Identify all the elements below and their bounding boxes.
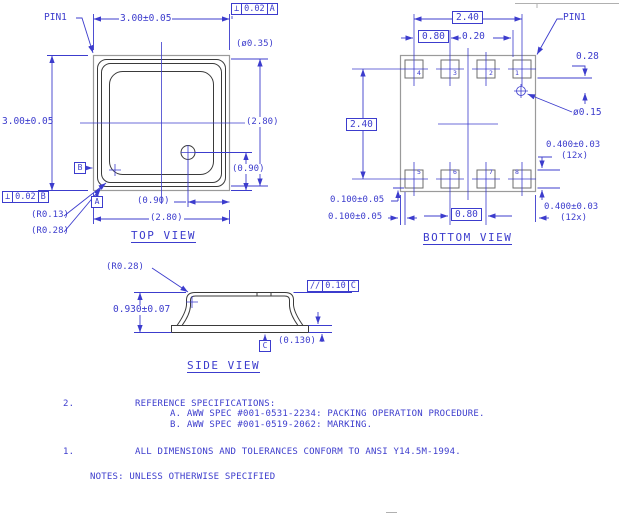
pad-number-3: 3 [453, 69, 457, 77]
bottom-view-index-dia-dim: ø0.15 [573, 107, 602, 118]
bottom-view-title: BOTTOM VIEW [423, 231, 513, 245]
datum-c-flag: C [259, 340, 271, 352]
top-view-radius-outer-ref: (R0.28) [31, 226, 69, 236]
top-view-lid-height-ref: (2.80) [245, 117, 280, 127]
note-1-text: ALL DIMENSIONS AND TOLERANCES CONFORM TO… [135, 447, 461, 457]
datum-b-flag: B [74, 162, 86, 174]
top-view-radius-inner-ref: (R0.13) [31, 210, 69, 220]
bottom-view-edge-offset-h-dim: 0.100±0.05 [328, 212, 383, 222]
top-view-height-dim: 3.00±0.05 [2, 116, 54, 127]
bottom-view-pitch-top-dim: 0.80 [418, 30, 449, 43]
bottom-view-pad-span-v-dim: 2.40 [346, 118, 377, 131]
bottom-view-pitch-bottom-dim: 0.80 [451, 208, 482, 221]
pad-number-4: 4 [417, 69, 421, 77]
pad-number-6: 6 [453, 168, 457, 176]
side-view-title: SIDE VIEW [187, 359, 261, 373]
pad-number-2: 2 [489, 69, 493, 77]
notes-header: NOTES: UNLESS OTHERWISE SPECIFIED [90, 472, 276, 482]
pad-number-8: 8 [515, 168, 519, 176]
perpendicularity-icon: ⊥ [232, 4, 243, 14]
top-view-pin1-label: PIN1 [44, 12, 67, 23]
top-view-lid-width-ref: (2.80) [149, 213, 184, 223]
bottom-view-pad-size-bottom-qty: (12x) [560, 213, 588, 223]
bottom-view-pad-size-top-qty: (12x) [561, 151, 589, 161]
bottom-view-pin1-label: PIN1 [563, 12, 586, 23]
bottom-view-centerlines [352, 14, 536, 225]
bottom-view-pad-size-top-dim: 0.400±0.03 [546, 140, 601, 150]
note-2a-text: A. AWW SPEC #001-0531-2234: PACKING OPER… [170, 409, 485, 419]
pad-number-7: 7 [489, 168, 493, 176]
bottom-view-pad-size-bottom-dim: 0.400±0.03 [544, 202, 599, 212]
side-view-lid-radius-ref: (R0.28) [106, 262, 144, 272]
pad-number-1: 1 [515, 69, 519, 77]
top-view-centerlines [80, 42, 247, 204]
note-2-number: 2. [63, 399, 75, 409]
side-view-height-dim: 0.930±0.07 [112, 304, 172, 315]
note-1-number: 1. [63, 447, 75, 457]
top-view-hole-x-ref: (0.90) [137, 196, 170, 206]
bottom-view-pad-span-h-dim: 2.40 [452, 11, 483, 24]
top-view-hole-dia-ref: (ø0.35) [236, 39, 274, 49]
datum-a-flag: A [91, 196, 103, 208]
note-2b-text: B. AWW SPEC #001-0519-2062: MARKING. [170, 420, 373, 430]
top-view-width-dim: 3.00±0.05 [119, 13, 173, 24]
bottom-view-edge-offset-v-dim: 0.100±0.05 [330, 195, 385, 205]
bottom-view-dimensions [360, 16, 592, 225]
side-view-body [171, 292, 309, 333]
bottom-view-index-offset-dim: 0.28 [576, 51, 599, 62]
top-view-title: TOP VIEW [131, 229, 196, 243]
bottom-view-gap-dim: 0.20 [461, 31, 486, 42]
border-fragments [386, 3, 619, 513]
top-view-hole-y-ref: (0.90) [231, 164, 266, 174]
parallelism-icon: // [308, 281, 324, 291]
side-view-base-thickness-ref: (0.130) [277, 336, 317, 346]
pad-number-5: 5 [417, 168, 421, 176]
perpendicularity-icon: ⊥ [3, 192, 14, 202]
note-2-title: REFERENCE SPECIFICATIONS: [135, 399, 276, 409]
